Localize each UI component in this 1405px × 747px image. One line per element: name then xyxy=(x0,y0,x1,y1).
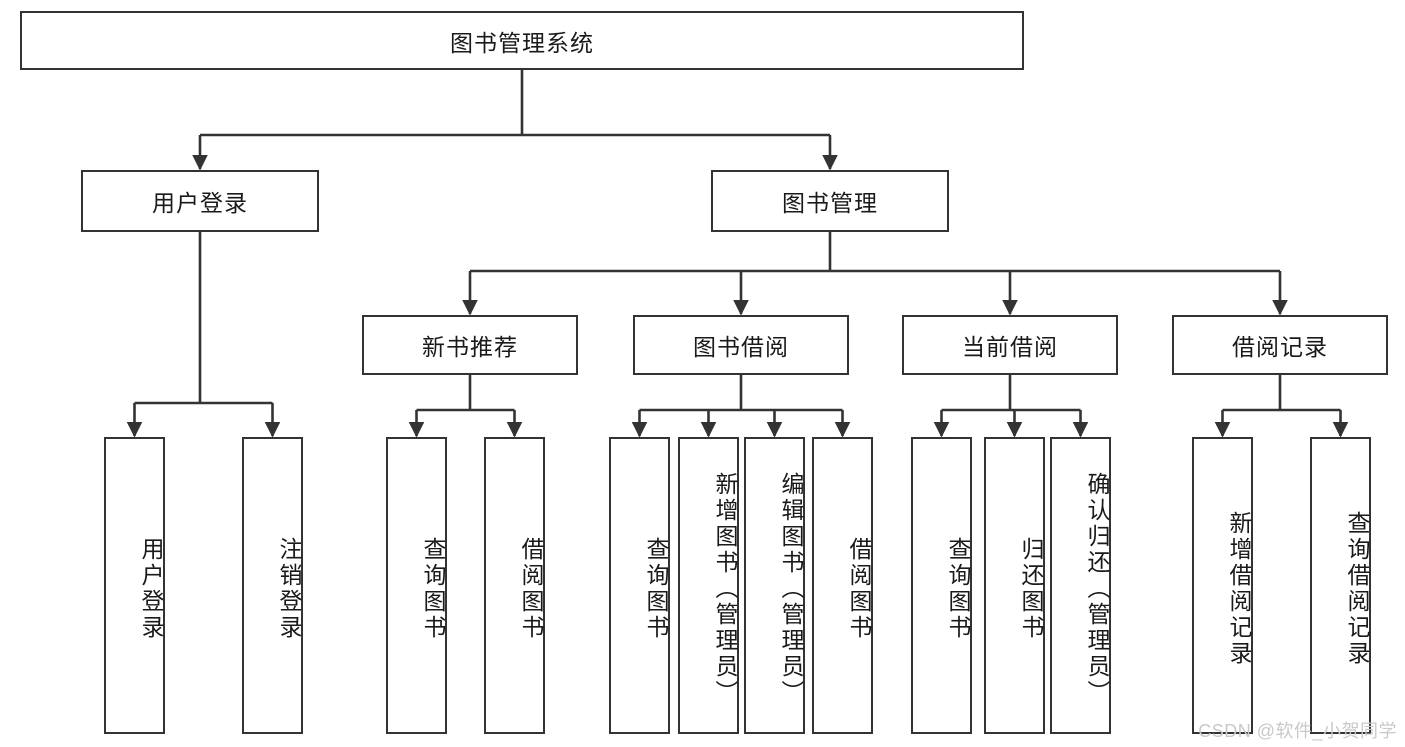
node-label: 图书管理 xyxy=(782,190,878,216)
node-l2-cur[interactable]: 当前借阅 xyxy=(902,315,1118,375)
node-l3-a2[interactable]: 注销登录 xyxy=(242,437,303,734)
watermark-text: CSDN @软件_小贺同学 xyxy=(1198,721,1397,741)
node-l3-b2[interactable]: 借阅图书 xyxy=(484,437,545,734)
node-l3-d3[interactable]: 确认归还（管理员） xyxy=(1050,437,1111,734)
node-label: 借阅图书 xyxy=(846,536,872,641)
node-l1-login[interactable]: 用户登录 xyxy=(81,170,319,232)
node-l3-a1[interactable]: 用户登录 xyxy=(104,437,165,734)
node-l3-e1[interactable]: 新增借阅记录 xyxy=(1192,437,1253,734)
node-label: 新增借阅记录 xyxy=(1226,510,1252,667)
node-l3-c3[interactable]: 编辑图书（管理员） xyxy=(744,437,805,734)
node-label: 借阅图书 xyxy=(518,536,544,641)
node-label: 借阅记录 xyxy=(1232,334,1328,360)
node-label: 用户登录 xyxy=(138,536,164,641)
node-label: 查询图书 xyxy=(420,536,446,641)
node-label: 查询借阅记录 xyxy=(1344,510,1370,667)
node-label: 新书推荐 xyxy=(422,334,518,360)
node-l3-d1[interactable]: 查询图书 xyxy=(911,437,972,734)
node-l2-newrec[interactable]: 新书推荐 xyxy=(362,315,578,375)
node-label: 图书借阅 xyxy=(693,334,789,360)
node-label: 归还图书 xyxy=(1018,536,1044,641)
node-l3-e2[interactable]: 查询借阅记录 xyxy=(1310,437,1371,734)
node-l3-d2[interactable]: 归还图书 xyxy=(984,437,1045,734)
node-label: 用户登录 xyxy=(152,190,248,216)
node-label: 新增图书（管理员） xyxy=(712,471,738,706)
node-label: 当前借阅 xyxy=(962,334,1058,360)
node-label: 确认归还（管理员） xyxy=(1084,471,1110,706)
node-root[interactable]: 图书管理系统 xyxy=(20,11,1024,70)
node-label: 图书管理系统 xyxy=(450,29,594,56)
node-l3-c1[interactable]: 查询图书 xyxy=(609,437,670,734)
node-label: 查询图书 xyxy=(643,536,669,641)
node-label: 注销登录 xyxy=(276,536,302,641)
node-l3-c2[interactable]: 新增图书（管理员） xyxy=(678,437,739,734)
node-label: 编辑图书（管理员） xyxy=(778,471,804,706)
node-l2-borrow[interactable]: 图书借阅 xyxy=(633,315,849,375)
node-l2-hist[interactable]: 借阅记录 xyxy=(1172,315,1388,375)
node-l3-c4[interactable]: 借阅图书 xyxy=(812,437,873,734)
node-l3-b1[interactable]: 查询图书 xyxy=(386,437,447,734)
node-l1-book[interactable]: 图书管理 xyxy=(711,170,949,232)
node-label: 查询图书 xyxy=(945,536,971,641)
